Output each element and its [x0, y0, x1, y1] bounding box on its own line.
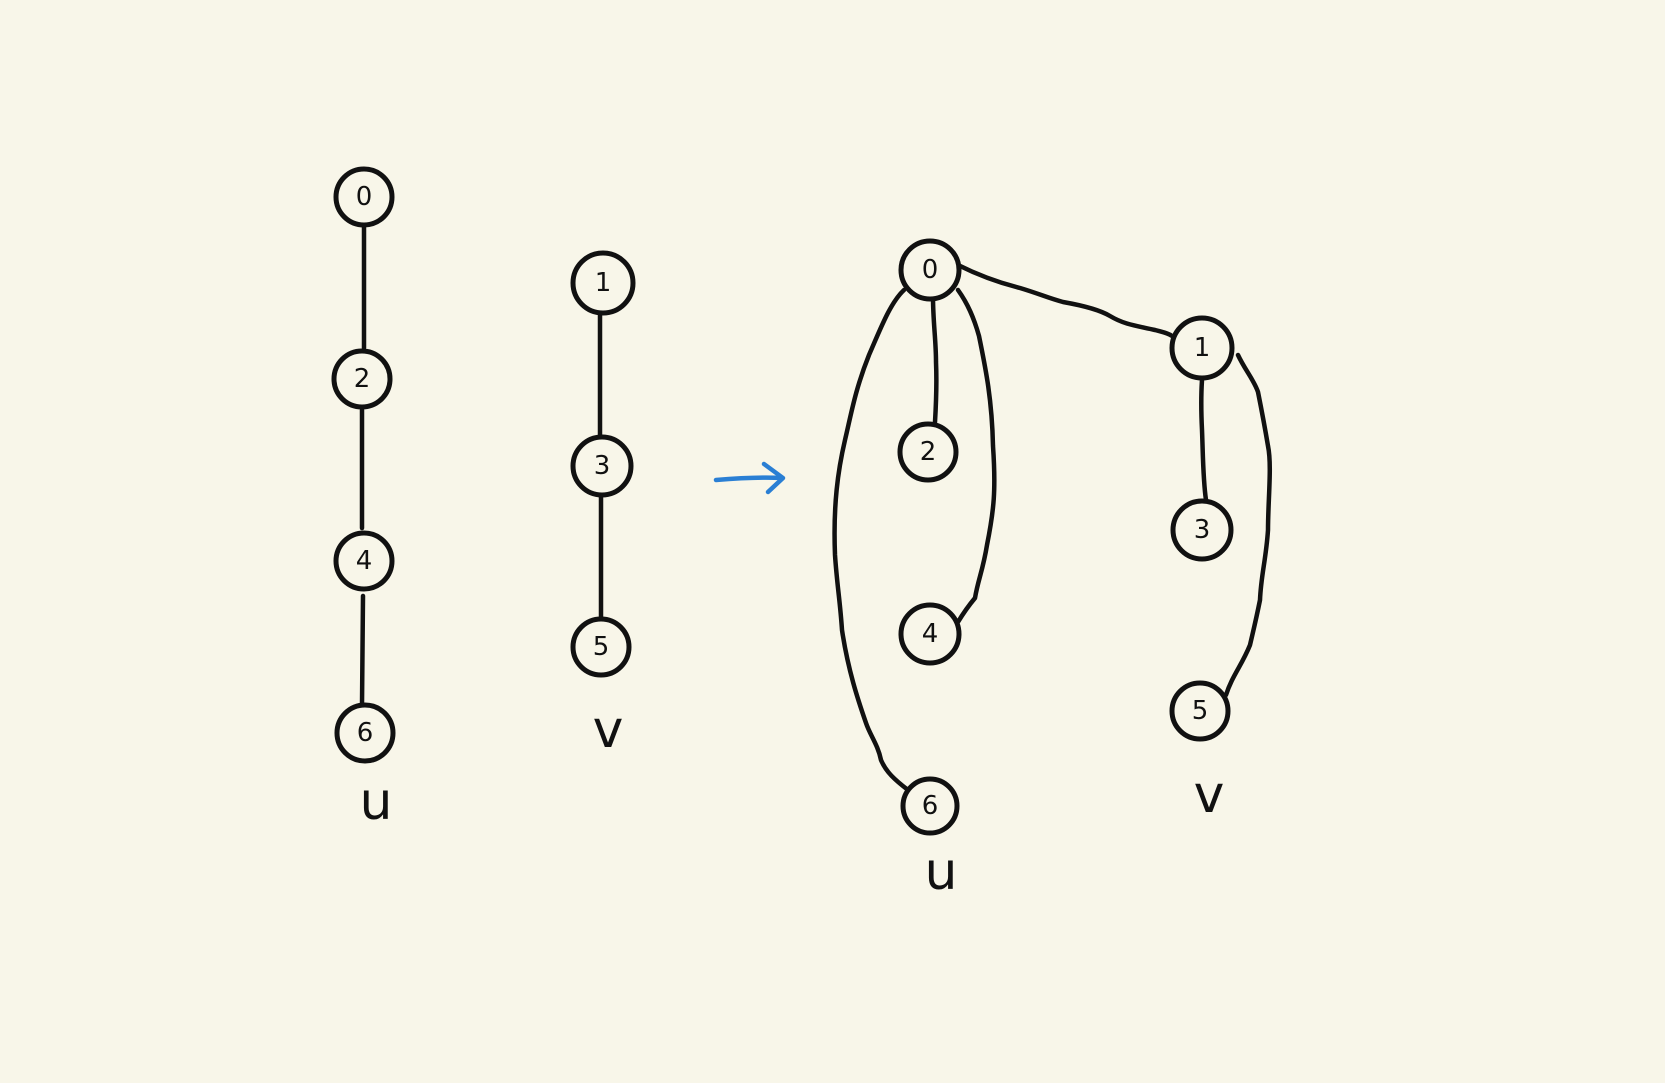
node-label: 5 — [593, 632, 610, 662]
after-merged-tree: 0 2 4 6 1 3 5 u v — [832, 238, 1273, 902]
node-label: 6 — [357, 718, 374, 748]
node-label: 2 — [920, 437, 937, 467]
node-merged-5: 5 — [1169, 680, 1231, 742]
node-u6: 6 — [334, 702, 396, 764]
node-merged-6: 6 — [900, 776, 960, 836]
edge-0-2 — [930, 294, 939, 425]
node-u2: 2 — [331, 348, 393, 410]
node-label: 0 — [356, 182, 373, 212]
node-merged-3: 3 — [1170, 498, 1234, 562]
node-label: 1 — [1194, 333, 1211, 363]
edge-0-1 — [955, 262, 1175, 339]
node-v1: 1 — [570, 250, 636, 316]
node-merged-2: 2 — [897, 421, 959, 483]
node-label: 1 — [595, 268, 612, 298]
node-label: 5 — [1192, 696, 1209, 726]
node-label: 4 — [922, 619, 939, 649]
node-label: 0 — [922, 255, 939, 285]
node-u0: 0 — [333, 166, 395, 228]
group-label-v: v — [1194, 765, 1225, 825]
before-tree-u: 0 2 4 6 u — [331, 166, 396, 832]
node-label: 6 — [922, 791, 939, 821]
node-label: 3 — [1194, 515, 1211, 545]
edge-1-3 — [1199, 377, 1209, 503]
node-label: 2 — [354, 364, 371, 394]
edge-1-5 — [1223, 352, 1273, 698]
edge-0-6 — [832, 287, 911, 793]
node-label: 4 — [356, 546, 373, 576]
node-merged-1: 1 — [1169, 315, 1235, 381]
group-label-v: v — [593, 700, 624, 760]
group-label-u: u — [360, 772, 393, 832]
edge-0-4 — [955, 287, 997, 625]
edge-u4-u6 — [359, 593, 366, 708]
node-merged-0: 0 — [898, 238, 962, 302]
node-merged-4: 4 — [898, 602, 962, 666]
right-arrow-icon — [713, 461, 786, 495]
node-u4: 4 — [333, 530, 395, 592]
before-tree-v: 1 3 5 v — [570, 250, 636, 760]
group-label-u: u — [925, 842, 958, 902]
node-v5: 5 — [570, 616, 632, 678]
node-label: 3 — [594, 451, 611, 481]
node-v3: 3 — [570, 434, 634, 498]
